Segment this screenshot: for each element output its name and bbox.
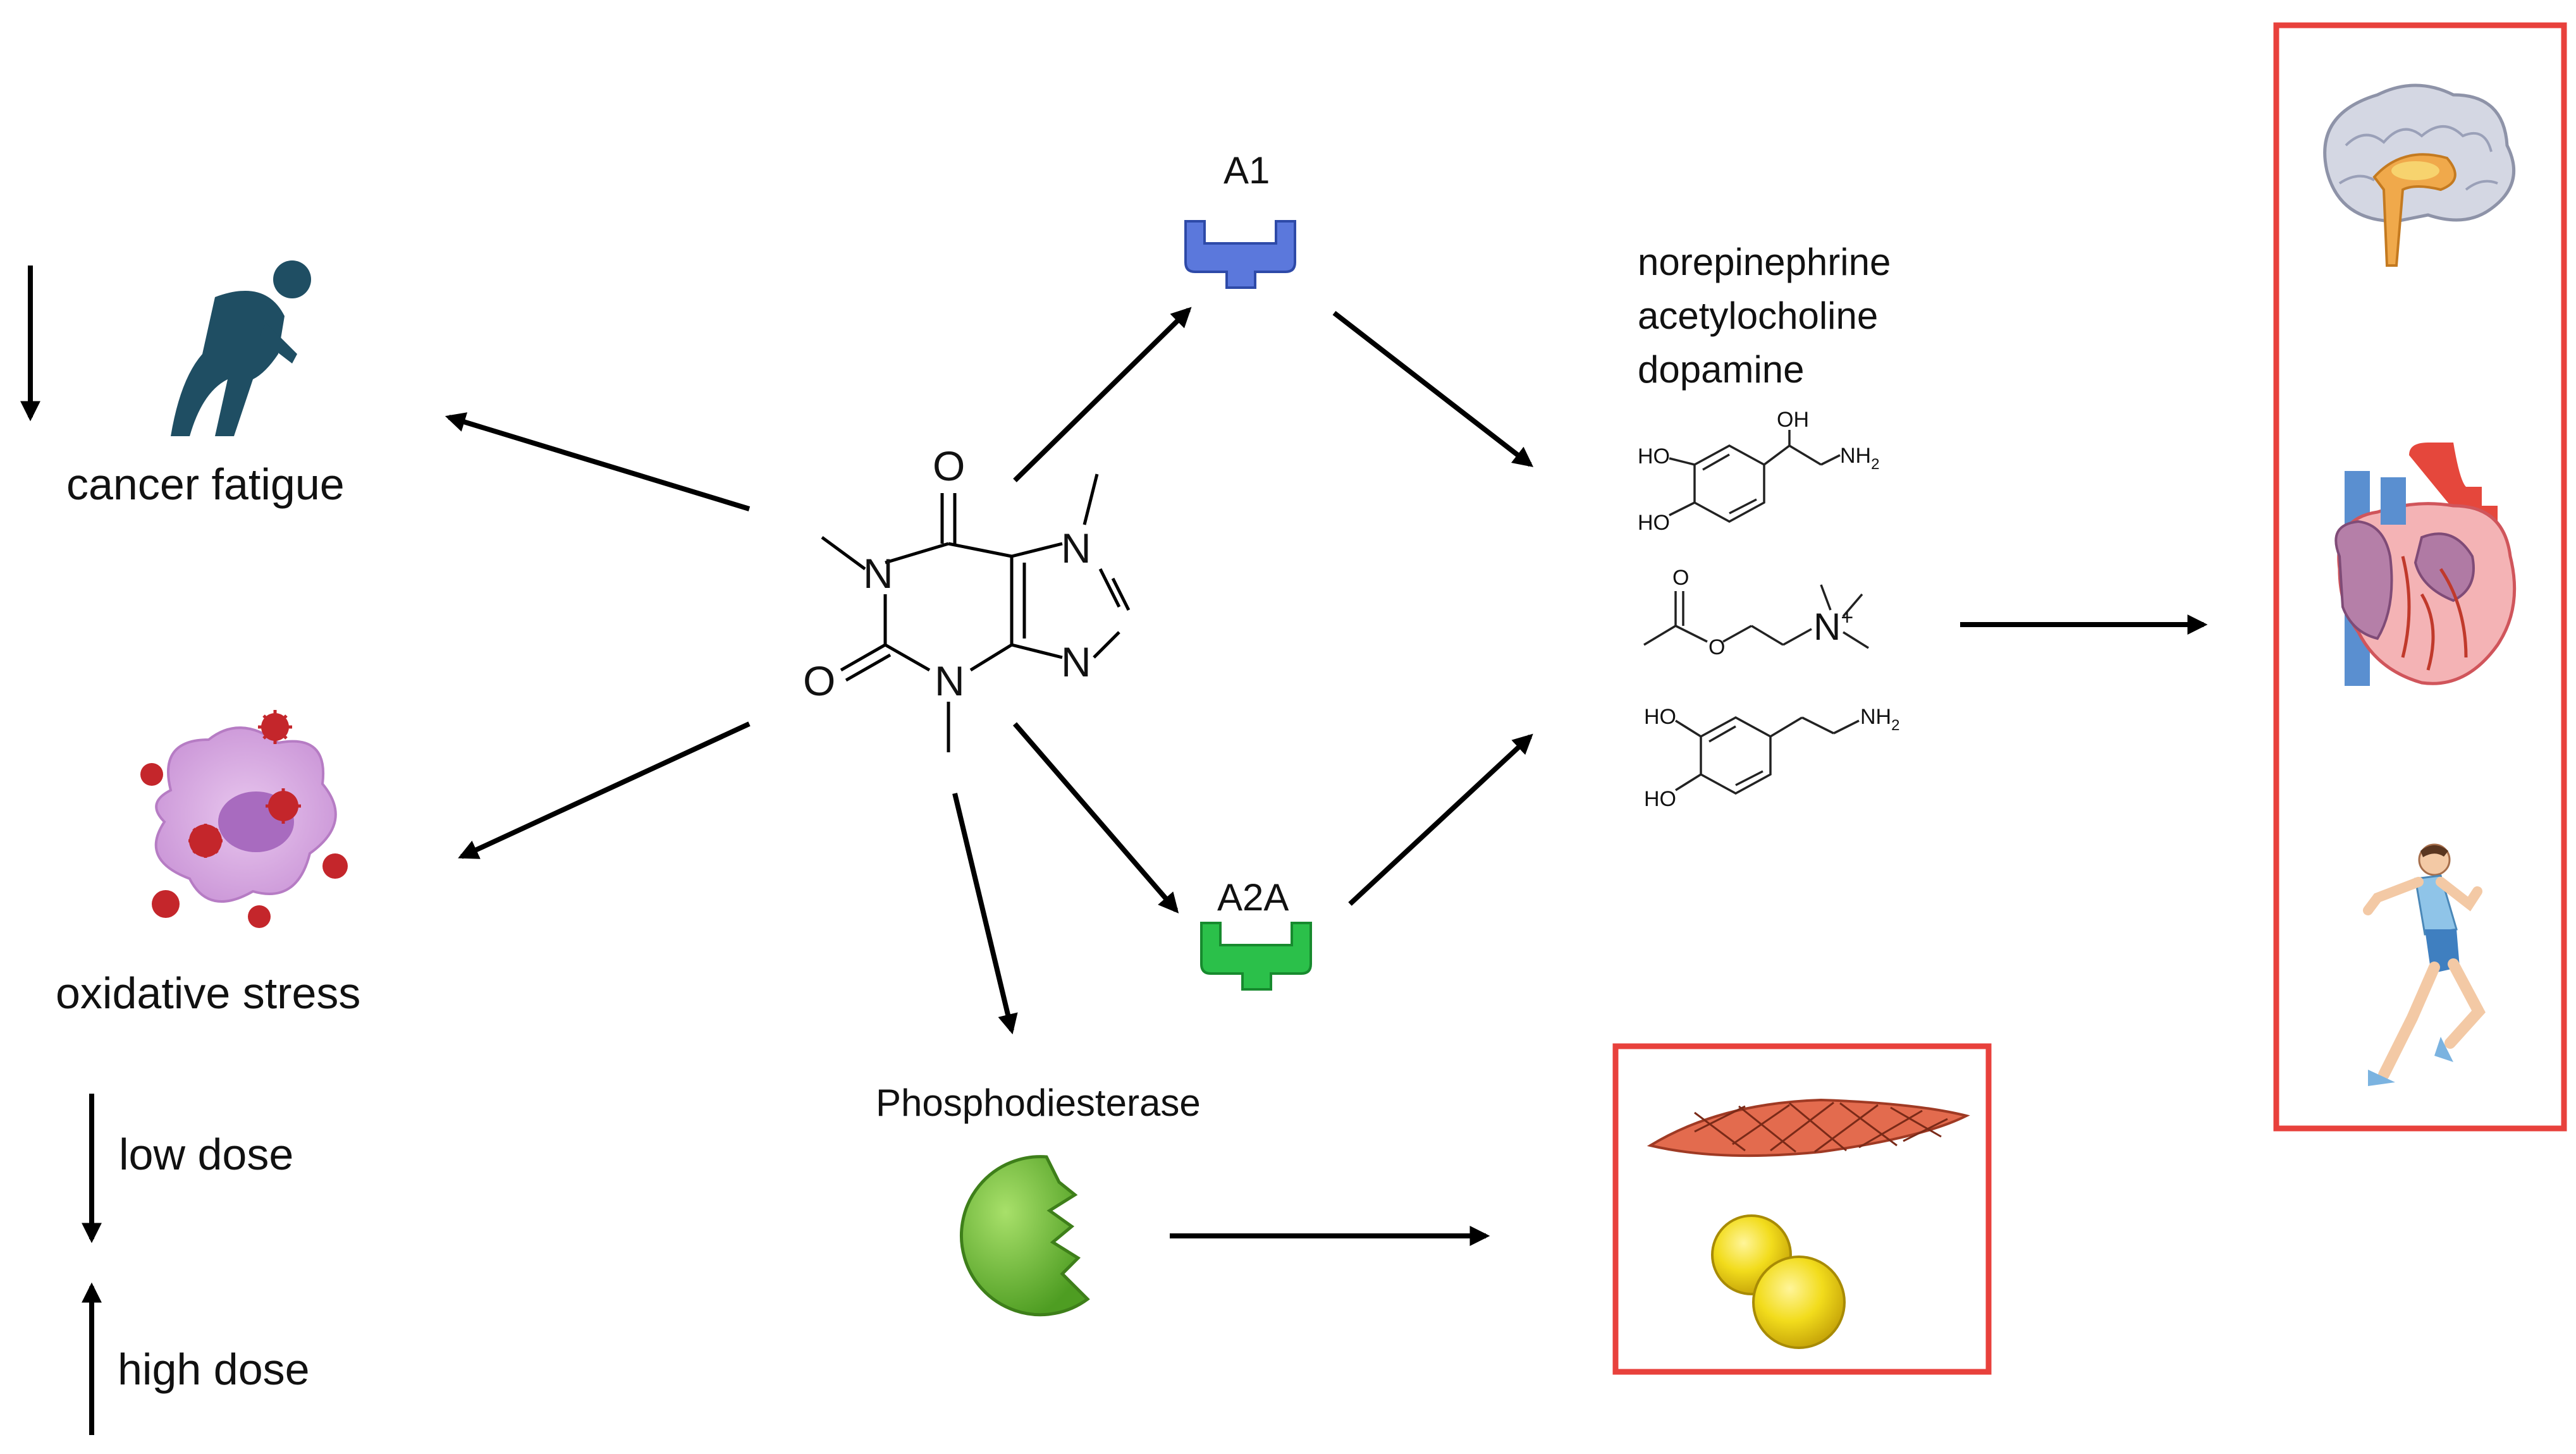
da-ho2-label: HO [1644,787,1676,811]
dopamine-label: dopamine [1638,348,1805,391]
oxidative-stress-label: oxidative stress [56,968,360,1018]
da-ho1-label: HO [1644,705,1676,729]
arrow-caffeine-to-fatigue [445,412,751,511]
muscle-fiber-icon [1647,1098,1970,1158]
receptor-a2a-icon [1200,922,1312,991]
a1-label: A1 [1224,149,1270,192]
heart-icon [2334,443,2517,686]
arrow-caffeine-to-oxidative [458,721,751,859]
da-nh2-label: NH2 [1860,705,1899,734]
ne-ho2-label: HO [1638,511,1670,535]
ne-oh-label: OH [1777,408,1809,432]
norepinephrine-label: norepinephrine [1638,241,1891,283]
atom-n7: N [1061,525,1091,571]
atom-n1: N [863,550,893,597]
tired-person-icon [171,260,311,436]
ach-o-ester-label: O [1708,635,1725,659]
acetylcholine-label: acetylocholine [1638,295,1878,337]
fat-cells-icon [1711,1214,1846,1349]
phosphodiesterase-icon [960,1155,1090,1317]
oxidative-cell-icon [140,710,348,928]
ach-o-carbonyl-label: O [1672,566,1689,590]
arrow-a2a-to-neurotransmitters [1348,733,1533,906]
acetylcholine-structure: O O N+ [1643,566,1869,659]
ne-nh2-label: NH2 [1840,444,1879,473]
dopamine-structure: HO HO NH2 [1644,705,1899,811]
caffeine-structure [821,473,1131,752]
low-dose-label: low dose [119,1130,293,1179]
atom-n3: N [935,657,965,704]
ach-n-label: N+ [1813,606,1853,648]
tissue-effects-box [1612,1043,1992,1375]
arrow-caffeine-to-a2a [1012,722,1179,913]
arrow-caffeine-to-a1 [1013,307,1192,482]
high-dose-label: high dose [118,1345,310,1394]
caffeine-atom-labels: O N O N N N [803,443,1091,704]
arrow-caffeine-to-pde [952,793,1018,1035]
receptor-a1-icon [1184,220,1296,289]
atom-n9: N [1061,638,1091,685]
a2a-label: A2A [1217,876,1289,919]
atom-o-top: O [933,443,965,489]
arrow-a1-to-neurotransmitters [1332,310,1534,467]
atom-o-left: O [803,657,835,704]
runner-icon [2363,843,2486,1086]
norepinephrine-structure: OH NH2 HO HO [1638,408,1879,535]
phosphodiesterase-label: Phosphodiesterase [876,1082,1201,1124]
ne-ho1-label: HO [1638,444,1670,468]
organ-effects-box [2273,22,2567,1132]
brain-icon [2323,83,2516,267]
cancer-fatigue-label: cancer fatigue [66,460,345,509]
